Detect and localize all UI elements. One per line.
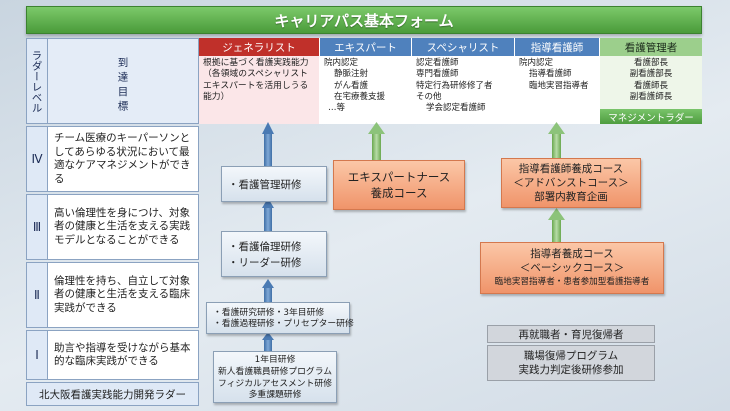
- level-2-description: 倫理性を持ち、自立して対象者の健康と生活を支える臨床実践ができる: [48, 262, 199, 328]
- ladder-name: 北大阪看護実践能力開発ラダー: [26, 382, 199, 406]
- expert-nurse-course: エキスパートナース 養成コース: [333, 160, 465, 210]
- returner-label: 再就職者・育児復帰者: [487, 325, 655, 343]
- level-4-number: Ⅳ: [26, 126, 48, 192]
- specialist-line: 学会認定看護師: [426, 103, 486, 114]
- generalist-line: 根拠に基づく看護実践能力: [203, 58, 309, 68]
- manager-line: 看護師長: [633, 80, 668, 91]
- level-3-training: ・看護倫理研修 ・リーダー研修: [221, 231, 327, 277]
- specialist-line: 特定行為研修修了者: [416, 80, 493, 91]
- level-3-description: 高い倫理性を身につけ、対象者の健康と生活を支える実践モデルとなることができる: [48, 194, 199, 260]
- basic-course-line: 臨地実習指導者・患者参加型看護指導者: [494, 277, 650, 287]
- advanced-course-line: ＜アドバンストコース＞: [513, 177, 629, 189]
- ladder-level-label: ラダーレベル: [26, 38, 48, 124]
- basic-course: 指導者養成コース ＜ベーシックコース＞ 臨地実習指導者・患者参加型看護指導者: [480, 242, 664, 294]
- generalist-line: エキスパートを活用しうる: [203, 80, 309, 91]
- target-label: 到達目標: [116, 57, 129, 115]
- instructor-line: 院内認定: [519, 58, 554, 68]
- arrow-up-icon: [368, 122, 385, 160]
- physical-assessment-training: フィジカルアセスメント研修: [217, 378, 332, 389]
- arrow-up-icon: [548, 208, 565, 242]
- research-training: ・看護研究研修: [213, 308, 275, 318]
- nursing-process-training: ・看護過程研修: [213, 319, 275, 329]
- preceptor-training: ・プリセプター研修: [274, 319, 354, 329]
- generalist-line: （各領域のスペシャリスト: [203, 69, 308, 80]
- level-3-number: Ⅲ: [26, 194, 48, 260]
- header-manager: 看護管理者: [600, 38, 702, 56]
- expert-content: 院内認定 静脈注射 がん看護 在宅療養支援 …等: [320, 56, 412, 124]
- basic-course-line: 指導者養成コース: [530, 248, 614, 260]
- advanced-course: 指導看護師養成コース ＜アドバンストコース＞ 部署内教育企画: [501, 158, 641, 208]
- expert-course-line: エキスパートナース: [347, 170, 451, 184]
- instructor-content: 院内認定 指導看護師 臨地実習指導者: [515, 56, 600, 124]
- advanced-course-line: 部署内教育企画: [534, 191, 608, 203]
- generalist-content: 根拠に基づく看護実践能力 （各領域のスペシャリスト エキスパートを活用しうる 能…: [199, 56, 320, 124]
- level-1-training: 1年目研修 新人看護職員研修プログラム フィジカルアセスメント研修 多重課題研修: [213, 351, 337, 403]
- level-1-description: 助言や指導を受けながら基本的な臨床実践ができる: [48, 330, 199, 380]
- arrow-up-icon: [262, 332, 274, 351]
- level-2-training: ・看護研究研修 ・看護過程研修 ・3年目研修 ・プリセプター研修: [206, 302, 354, 334]
- expert-line: 在宅療養支援: [334, 91, 386, 102]
- manager-line: 看護部長: [633, 58, 668, 68]
- nursing-management-training: ・看護管理研修: [221, 166, 327, 202]
- leader-training: ・リーダー研修: [228, 257, 302, 269]
- header-generalist: ジェネラリスト: [199, 38, 320, 56]
- target-label-cell: 到達目標: [48, 38, 199, 124]
- specialist-line: その他: [416, 91, 442, 102]
- specialist-content: 認定看護師 専門看護師 特定行為研修修了者 その他 学会認定看護師: [412, 56, 515, 124]
- manager-line: 副看護師長: [629, 91, 673, 102]
- ethics-training: ・看護倫理研修: [228, 241, 302, 253]
- specialist-line: 認定看護師: [416, 58, 459, 68]
- instructor-line: 指導看護師: [529, 69, 572, 80]
- level-1-number: Ⅰ: [26, 330, 48, 380]
- basic-course-line: ＜ベーシックコース＞: [519, 262, 625, 274]
- expert-line: …等: [328, 103, 346, 114]
- arrow-up-icon: [262, 279, 274, 302]
- manager-content: 看護部長 副看護部長 看護師長 副看護師長: [600, 56, 702, 109]
- generalist-line: 能力）: [203, 91, 230, 102]
- arrow-up-icon: [262, 122, 274, 166]
- return-program-sub: 実践力判定後研修参加: [518, 364, 624, 376]
- manager-line: 副看護部長: [629, 69, 673, 80]
- level-2-number: Ⅱ: [26, 262, 48, 328]
- page-title: キャリアパス基本フォーム: [26, 6, 702, 34]
- return-program: 職場復帰プログラム 実践力判定後研修参加: [487, 345, 655, 381]
- level-4-description: チーム医療のキーパーソンとしてあらゆる状況において最適なケアマネジメントができる: [48, 126, 199, 192]
- expert-line: がん看護: [334, 80, 369, 91]
- header-instructor: 指導看護師: [515, 38, 600, 56]
- management-ladder-label: マネジメントラダー: [600, 109, 702, 124]
- return-program-title: 職場復帰プログラム: [523, 350, 619, 362]
- expert-line: 静脈注射: [334, 69, 369, 80]
- header-specialist: スペシャリスト: [412, 38, 515, 56]
- third-year-training: ・3年目研修: [274, 308, 325, 318]
- new-staff-program: 新人看護職員研修プログラム: [217, 366, 333, 377]
- instructor-line: 臨地実習指導者: [529, 80, 589, 91]
- arrow-up-icon: [262, 198, 274, 231]
- expert-course-line: 養成コース: [370, 186, 428, 200]
- arrow-up-icon: [548, 122, 565, 158]
- expert-line: 院内認定: [324, 58, 359, 68]
- specialist-line: 専門看護師: [416, 69, 459, 80]
- advanced-course-line: 指導看護師養成コース: [518, 163, 624, 175]
- header-expert: エキスパート: [320, 38, 412, 56]
- first-year-training: 1年目研修: [254, 355, 296, 365]
- multitask-training: 多重課題研修: [248, 390, 302, 401]
